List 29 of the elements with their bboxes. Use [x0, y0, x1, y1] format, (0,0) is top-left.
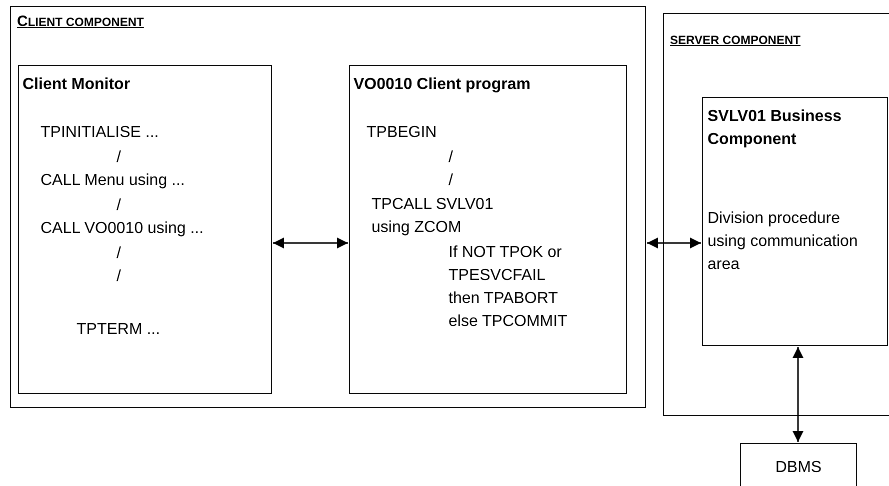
component-frame: [10, 6, 646, 408]
code-line: /: [116, 266, 121, 286]
code-line: /: [116, 244, 121, 264]
code-line: TPBEGIN: [366, 122, 437, 142]
box-heading: SERVER COMPONENT: [670, 32, 800, 48]
box-heading: CLIENT COMPONENT: [17, 14, 144, 30]
code-line: CALL VO0010 using ...: [40, 218, 204, 238]
code-line: TPINITIALISE ...: [40, 122, 159, 142]
connector-arrow: [647, 238, 701, 248]
code-line: Division procedure using communication area: [708, 208, 859, 274]
box-heading: Client Monitor: [22, 74, 130, 94]
code-line: /: [448, 148, 453, 168]
code-line: CALL Menu using ...: [40, 170, 185, 190]
code-line: /: [116, 196, 121, 216]
connector-arrow: [792, 347, 804, 442]
code-line: TPCALL SVLV01 using ZCOM: [372, 194, 494, 238]
box-heading: VO0010 Client program: [354, 74, 530, 94]
component-frame: [663, 13, 889, 416]
connector-arrow: [273, 238, 348, 248]
code-line: If NOT TPOK or TPESVCFAIL then TPABORT else TPCOMMIT: [448, 242, 568, 332]
code-line: /: [116, 148, 121, 168]
process-box: [348, 64, 626, 394]
process-box: [18, 64, 272, 394]
process-box: [740, 443, 857, 486]
process-box: [702, 96, 888, 346]
code-line: TPTERM ...: [76, 320, 160, 340]
box-heading: SVLV01 Business Component: [708, 106, 842, 150]
code-line: DBMS: [774, 458, 823, 478]
code-line: /: [448, 170, 453, 190]
